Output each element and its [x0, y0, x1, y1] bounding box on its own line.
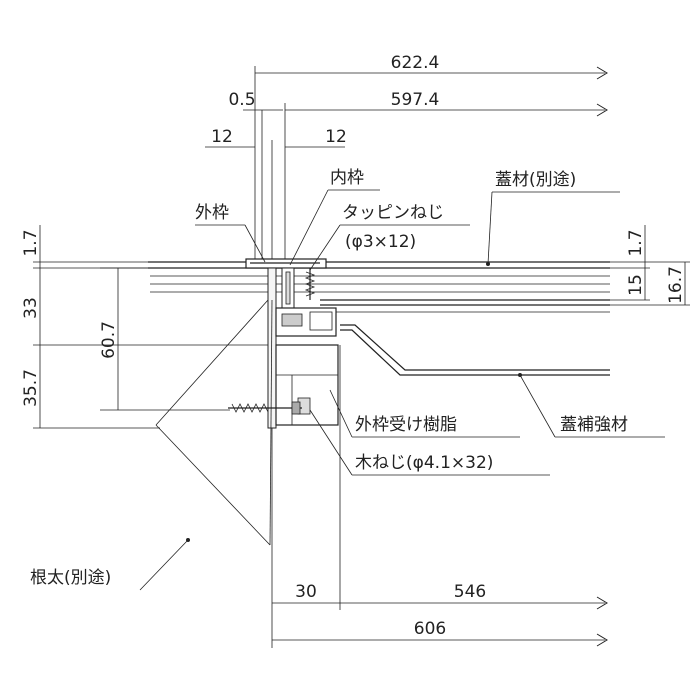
dim-15: 15 [626, 274, 646, 296]
dim-12-right: 12 [325, 127, 347, 147]
dim-1-7-right: 1.7 [626, 229, 646, 256]
label-tapping-screw-spec: (φ3×12) [345, 232, 416, 252]
left-dimension-lines [33, 225, 270, 429]
dim-606: 606 [414, 619, 446, 639]
dim-30: 30 [295, 582, 317, 602]
dim-33: 33 [21, 297, 41, 319]
dim-12-left: 12 [211, 127, 233, 147]
label-leaders [195, 189, 665, 476]
dim-60-7: 60.7 [99, 321, 119, 359]
label-joist: 根太(別途) [30, 568, 111, 588]
left-dim-texts: 1.7 33 60.7 35.7 [21, 229, 119, 406]
right-dim-texts: 1.7 15 16.7 [626, 229, 686, 303]
dim-546: 546 [454, 582, 486, 602]
dim-1-7-left: 1.7 [21, 229, 41, 256]
bottom-dimension-lines [271, 345, 608, 648]
label-lid-reinforcement: 蓋補強材 [560, 415, 628, 435]
dim-16-7: 16.7 [666, 266, 686, 304]
dim-597-4: 597.4 [391, 90, 440, 110]
lid-panel [148, 261, 610, 313]
joist-leaders [139, 299, 273, 591]
label-outer-frame-resin: 外枠受け樹脂 [355, 415, 457, 435]
lid-reinforcement [340, 324, 610, 376]
top-dimension-lines [205, 66, 608, 262]
label-inner-frame: 内枠 [330, 168, 364, 188]
dim-0-5: 0.5 [228, 90, 255, 110]
dim-35-7: 35.7 [21, 369, 41, 407]
dim-622-4: 622.4 [391, 53, 440, 73]
label-tapping-screw: タッピンねじ [342, 203, 444, 223]
label-wood-screw: 木ねじ(φ4.1×32) [355, 453, 493, 473]
label-outer-frame: 外枠 [195, 203, 229, 223]
wood-screw [228, 401, 302, 415]
label-lid: 蓋材(別途) [495, 170, 576, 190]
